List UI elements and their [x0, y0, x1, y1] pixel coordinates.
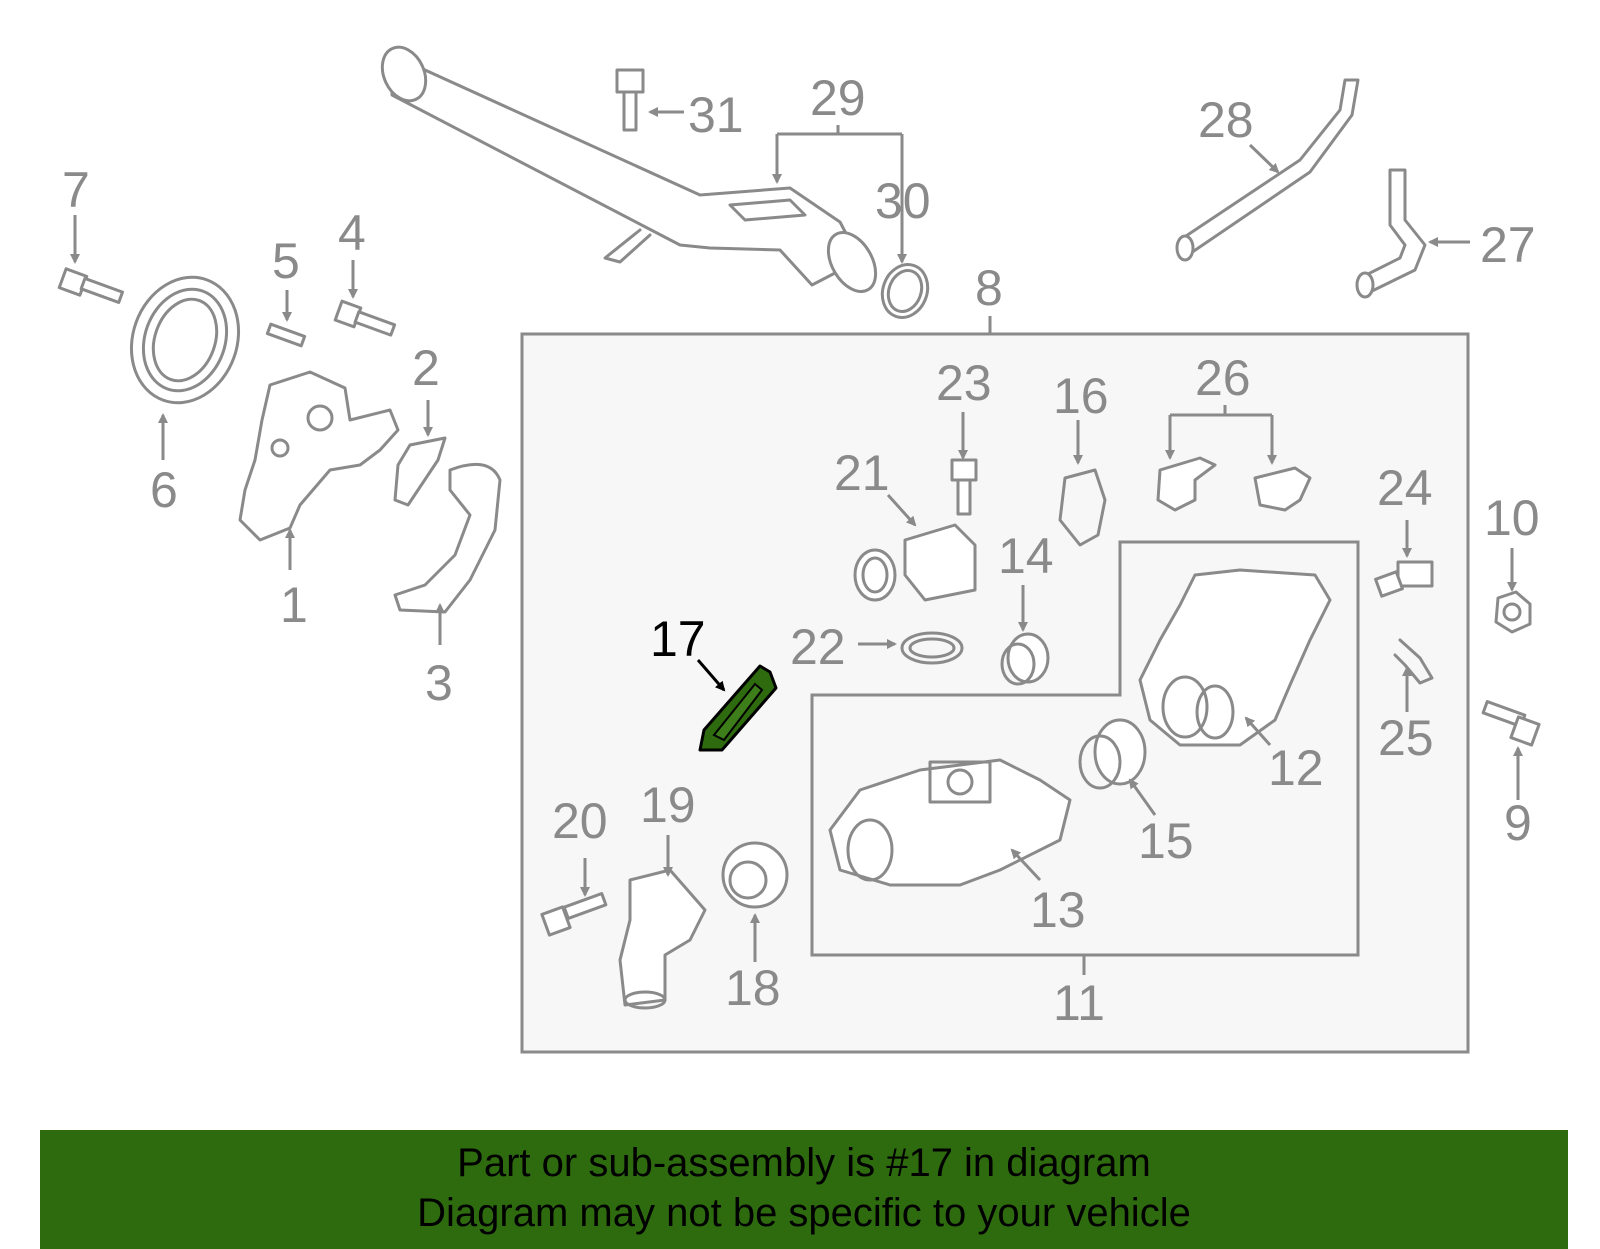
callout-19[interactable]: 19 — [640, 777, 696, 833]
part-9-bolt — [1481, 700, 1541, 747]
part-3-gasket — [393, 462, 502, 614]
callout-25[interactable]: 25 — [1378, 710, 1434, 766]
part-15-seal — [1078, 718, 1147, 790]
callout-20[interactable]: 20 — [552, 793, 608, 849]
callout-31[interactable]: 31 — [688, 87, 744, 143]
callout-28[interactable]: 28 — [1198, 92, 1254, 148]
callout-10[interactable]: 10 — [1484, 490, 1540, 546]
part-21-actuator — [853, 523, 977, 602]
part-4-bolt — [333, 299, 397, 337]
part-10-nut — [1494, 590, 1532, 634]
part-17-gasket[interactable] — [698, 664, 778, 752]
banner-line-1: Part or sub-assembly is #17 in diagram — [457, 1141, 1151, 1185]
callout-27[interactable]: 27 — [1480, 217, 1536, 273]
part-2-gasket — [393, 436, 447, 507]
info-banner: Part or sub-assembly is #17 in diagram D… — [40, 1130, 1568, 1249]
callout-24[interactable]: 24 — [1377, 460, 1433, 516]
part-20-bolt — [540, 892, 608, 937]
callout-15[interactable]: 15 — [1138, 813, 1194, 869]
part-30-o-ring — [880, 263, 930, 319]
callout-18[interactable]: 18 — [725, 960, 781, 1016]
callout-8[interactable]: 8 — [975, 260, 1003, 316]
callout-3[interactable]: 3 — [425, 655, 453, 711]
callout-16[interactable]: 16 — [1053, 368, 1109, 424]
part-14-seal — [1000, 632, 1050, 686]
callout-4[interactable]: 4 — [338, 205, 366, 261]
part-1-water-pump — [238, 370, 400, 542]
callout-21[interactable]: 21 — [834, 445, 890, 501]
part-27-hose — [1355, 168, 1427, 299]
callout-6[interactable]: 6 — [150, 462, 178, 518]
callout-13[interactable]: 13 — [1030, 882, 1086, 938]
part-24-sensor — [1374, 560, 1434, 598]
part-16-gasket — [1058, 468, 1107, 547]
part-28-hose — [1175, 78, 1360, 262]
part-26-sensors — [1156, 456, 1312, 512]
callout-5[interactable]: 5 — [272, 233, 300, 289]
part-22-o-ring — [900, 631, 964, 665]
part-31-bolt — [615, 68, 645, 132]
part-5-pin — [265, 322, 307, 348]
callout-23[interactable]: 23 — [936, 355, 992, 411]
callout-7[interactable]: 7 — [62, 162, 90, 218]
callout-9[interactable]: 9 — [1504, 795, 1532, 851]
leader-lines — [70, 107, 1523, 962]
callout-14[interactable]: 14 — [998, 528, 1054, 584]
callout-29[interactable]: 29 — [810, 70, 866, 126]
callout-22[interactable]: 22 — [790, 619, 846, 675]
callout-labels: 1 2 3 4 5 6 7 8 9 10 11 12 13 14 15 16 1… — [62, 70, 1540, 1031]
callout-2[interactable]: 2 — [412, 340, 440, 396]
part-18-thermostat — [721, 841, 789, 909]
part-25-clip — [1393, 638, 1434, 685]
part-7-bolt — [57, 267, 125, 304]
part-13-water-outlet — [828, 758, 1072, 887]
part-29-pipe — [380, 45, 878, 293]
banner-line-2: Diagram may not be specific to your vehi… — [417, 1191, 1191, 1235]
callout-11[interactable]: 11 — [1053, 975, 1105, 1031]
part-19-water-inlet — [618, 868, 707, 1010]
callout-30[interactable]: 30 — [875, 173, 931, 229]
callout-26[interactable]: 26 — [1195, 350, 1251, 406]
part-6-pulley — [129, 275, 241, 405]
callout-1[interactable]: 1 — [280, 577, 308, 633]
callout-17[interactable]: 17 — [650, 611, 706, 667]
callout-12[interactable]: 12 — [1268, 740, 1324, 796]
part-23-bolt — [950, 458, 978, 516]
